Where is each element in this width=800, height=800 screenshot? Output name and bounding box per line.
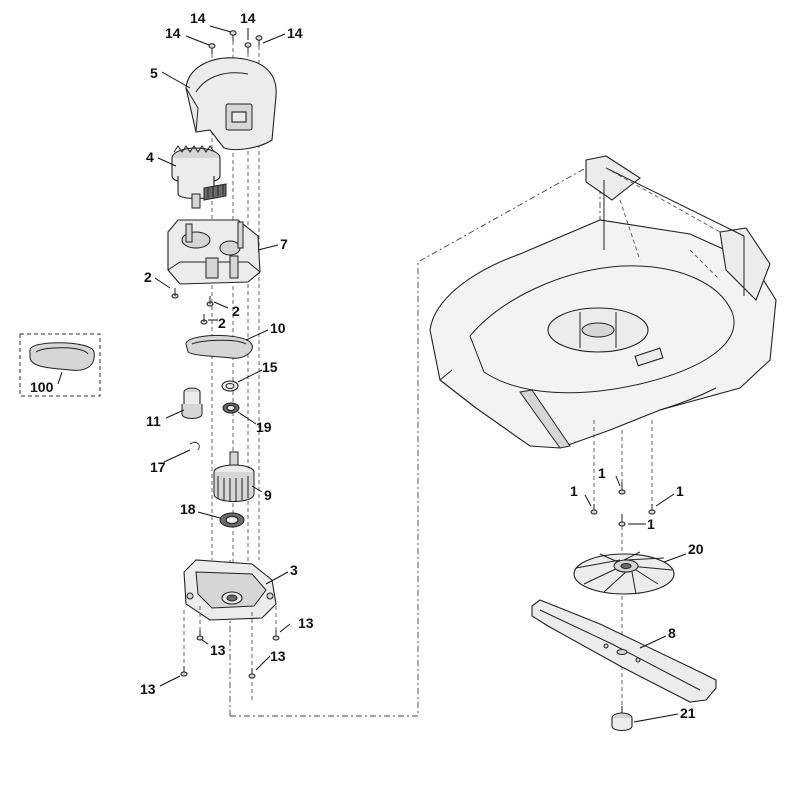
- part-19-bearing: [222, 402, 240, 414]
- part-18-bearing: [219, 512, 245, 528]
- screw-2-group: [171, 288, 214, 325]
- callout-2-c: 2: [218, 315, 226, 331]
- callout-14-b: 14: [190, 10, 206, 26]
- callout-4: 4: [146, 149, 154, 165]
- callout-19: 19: [256, 419, 272, 435]
- callout-13-a: 13: [298, 615, 314, 631]
- part-15-washer: [221, 380, 239, 392]
- screw-1-low: [618, 514, 626, 527]
- screw-1-right: [648, 504, 656, 515]
- callout-2-a: 2: [144, 269, 152, 285]
- screw-14-right: [255, 35, 263, 46]
- callout-13-d: 13: [140, 681, 156, 697]
- callout-labels: 14 14 14 14 5 4 7 2 2 2 10 100 15 11 19 …: [30, 10, 704, 721]
- screw-2-mid: [206, 296, 214, 307]
- screw-2-left: [171, 288, 179, 299]
- callout-14-a: 14: [165, 25, 181, 41]
- part-4-motor: [171, 145, 227, 209]
- callout-21: 21: [680, 705, 696, 721]
- callout-15: 15: [262, 359, 278, 375]
- callout-1-c: 1: [676, 483, 684, 499]
- screw-14-mid: [229, 30, 237, 41]
- callout-5: 5: [150, 65, 158, 81]
- part-100-belt-inset: [19, 333, 101, 397]
- callout-9: 9: [264, 487, 272, 503]
- part-7-upper-housing: [167, 219, 261, 285]
- part-17-clip: [189, 441, 200, 451]
- part-5-cover: [185, 57, 277, 151]
- callout-3: 3: [290, 562, 298, 578]
- mower-deck: [429, 155, 777, 449]
- callout-13-b: 13: [210, 642, 226, 658]
- callout-18: 18: [180, 501, 196, 517]
- part-20-fan: [573, 551, 675, 595]
- screw-13-d: [248, 668, 256, 679]
- part-21-bolt: [611, 706, 633, 732]
- callout-1-b: 1: [598, 465, 606, 481]
- part-10-belt: [185, 334, 253, 359]
- callout-8: 8: [668, 625, 676, 641]
- screw-1-top: [618, 482, 626, 495]
- callout-14-c: 14: [240, 10, 256, 26]
- screw-14-mid2: [244, 42, 252, 53]
- screw-1-group: [590, 420, 656, 560]
- part-3-lower-housing: [183, 559, 277, 621]
- screw-13-b: [272, 630, 280, 641]
- callout-100: 100: [30, 379, 54, 395]
- callout-7: 7: [280, 236, 288, 252]
- callout-2-b: 2: [232, 303, 240, 319]
- part-9-gear: [213, 451, 255, 502]
- callout-13-c: 13: [270, 648, 286, 664]
- leader-lines: [57, 25, 687, 723]
- callout-1-a: 1: [570, 483, 578, 499]
- callout-1-d: 1: [647, 516, 655, 532]
- screw-13-group: [180, 606, 280, 700]
- screw-1-left: [590, 504, 598, 515]
- part-11-pulley: [181, 387, 203, 419]
- screw-14-left: [208, 43, 216, 54]
- screw-2-low: [200, 314, 208, 325]
- screw-13-a: [196, 630, 204, 641]
- callout-17: 17: [150, 459, 166, 475]
- callout-10: 10: [270, 320, 286, 336]
- part-8-blade: [531, 596, 717, 706]
- callout-20: 20: [688, 541, 704, 557]
- callout-11: 11: [146, 413, 161, 429]
- callout-14-d: 14: [287, 25, 303, 41]
- screw-13-c: [180, 666, 188, 677]
